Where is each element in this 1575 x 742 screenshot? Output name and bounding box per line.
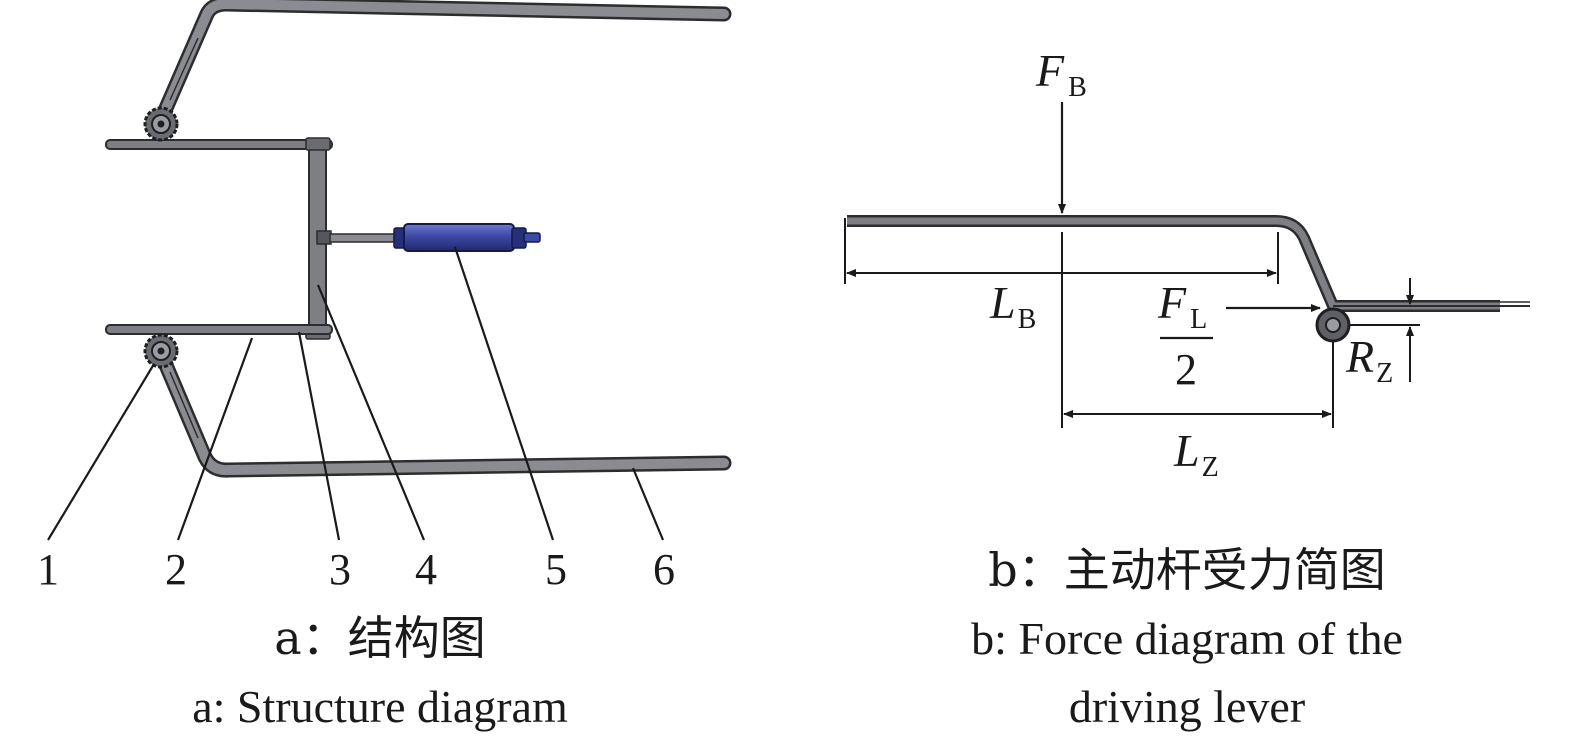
dimension-rz	[1350, 278, 1420, 382]
hydraulic-cylinder	[316, 223, 541, 252]
part-label-4: 4	[415, 545, 437, 594]
part-label-6: 6	[653, 545, 675, 594]
lever-pivot-icon	[1315, 307, 1351, 343]
part-label-2: 2	[165, 545, 187, 594]
dimension-lz	[1063, 342, 1334, 428]
part-label-3: 3	[329, 545, 351, 594]
part-label-5: 5	[545, 545, 567, 594]
symbol-rz: RZ	[1345, 331, 1393, 389]
symbol-lb: LB	[989, 277, 1036, 335]
lower-plate	[105, 324, 333, 335]
symbol-lz: LZ	[1173, 425, 1219, 483]
symbol-fl-denominator: 2	[1175, 345, 1197, 394]
caption-a-english: a: Structure diagram	[192, 681, 568, 732]
caption-b-english-line2: driving lever	[1069, 681, 1305, 732]
part-label-1: 1	[37, 545, 59, 594]
panel-a-structure: 1 2 3 4 5 6 a：结构图 a: Structure diagram	[37, 0, 732, 732]
caption-a-chinese: a：结构图	[274, 611, 485, 665]
driving-lever	[847, 215, 1530, 312]
leader-lines	[47, 246, 665, 541]
upper-plate	[105, 139, 333, 150]
upper-bent-lever	[152, 0, 732, 130]
dimension-lb	[844, 218, 1279, 284]
force-fl-half-arrow	[1160, 304, 1321, 340]
upper-pivot-gear-icon	[143, 106, 179, 142]
caption-b-chinese: b：主动杆受力简图	[988, 543, 1385, 597]
lower-pivot-gear-icon	[143, 333, 179, 369]
lower-bent-lever	[152, 343, 732, 478]
caption-b-english-line1: b: Force diagram of the	[971, 613, 1403, 664]
